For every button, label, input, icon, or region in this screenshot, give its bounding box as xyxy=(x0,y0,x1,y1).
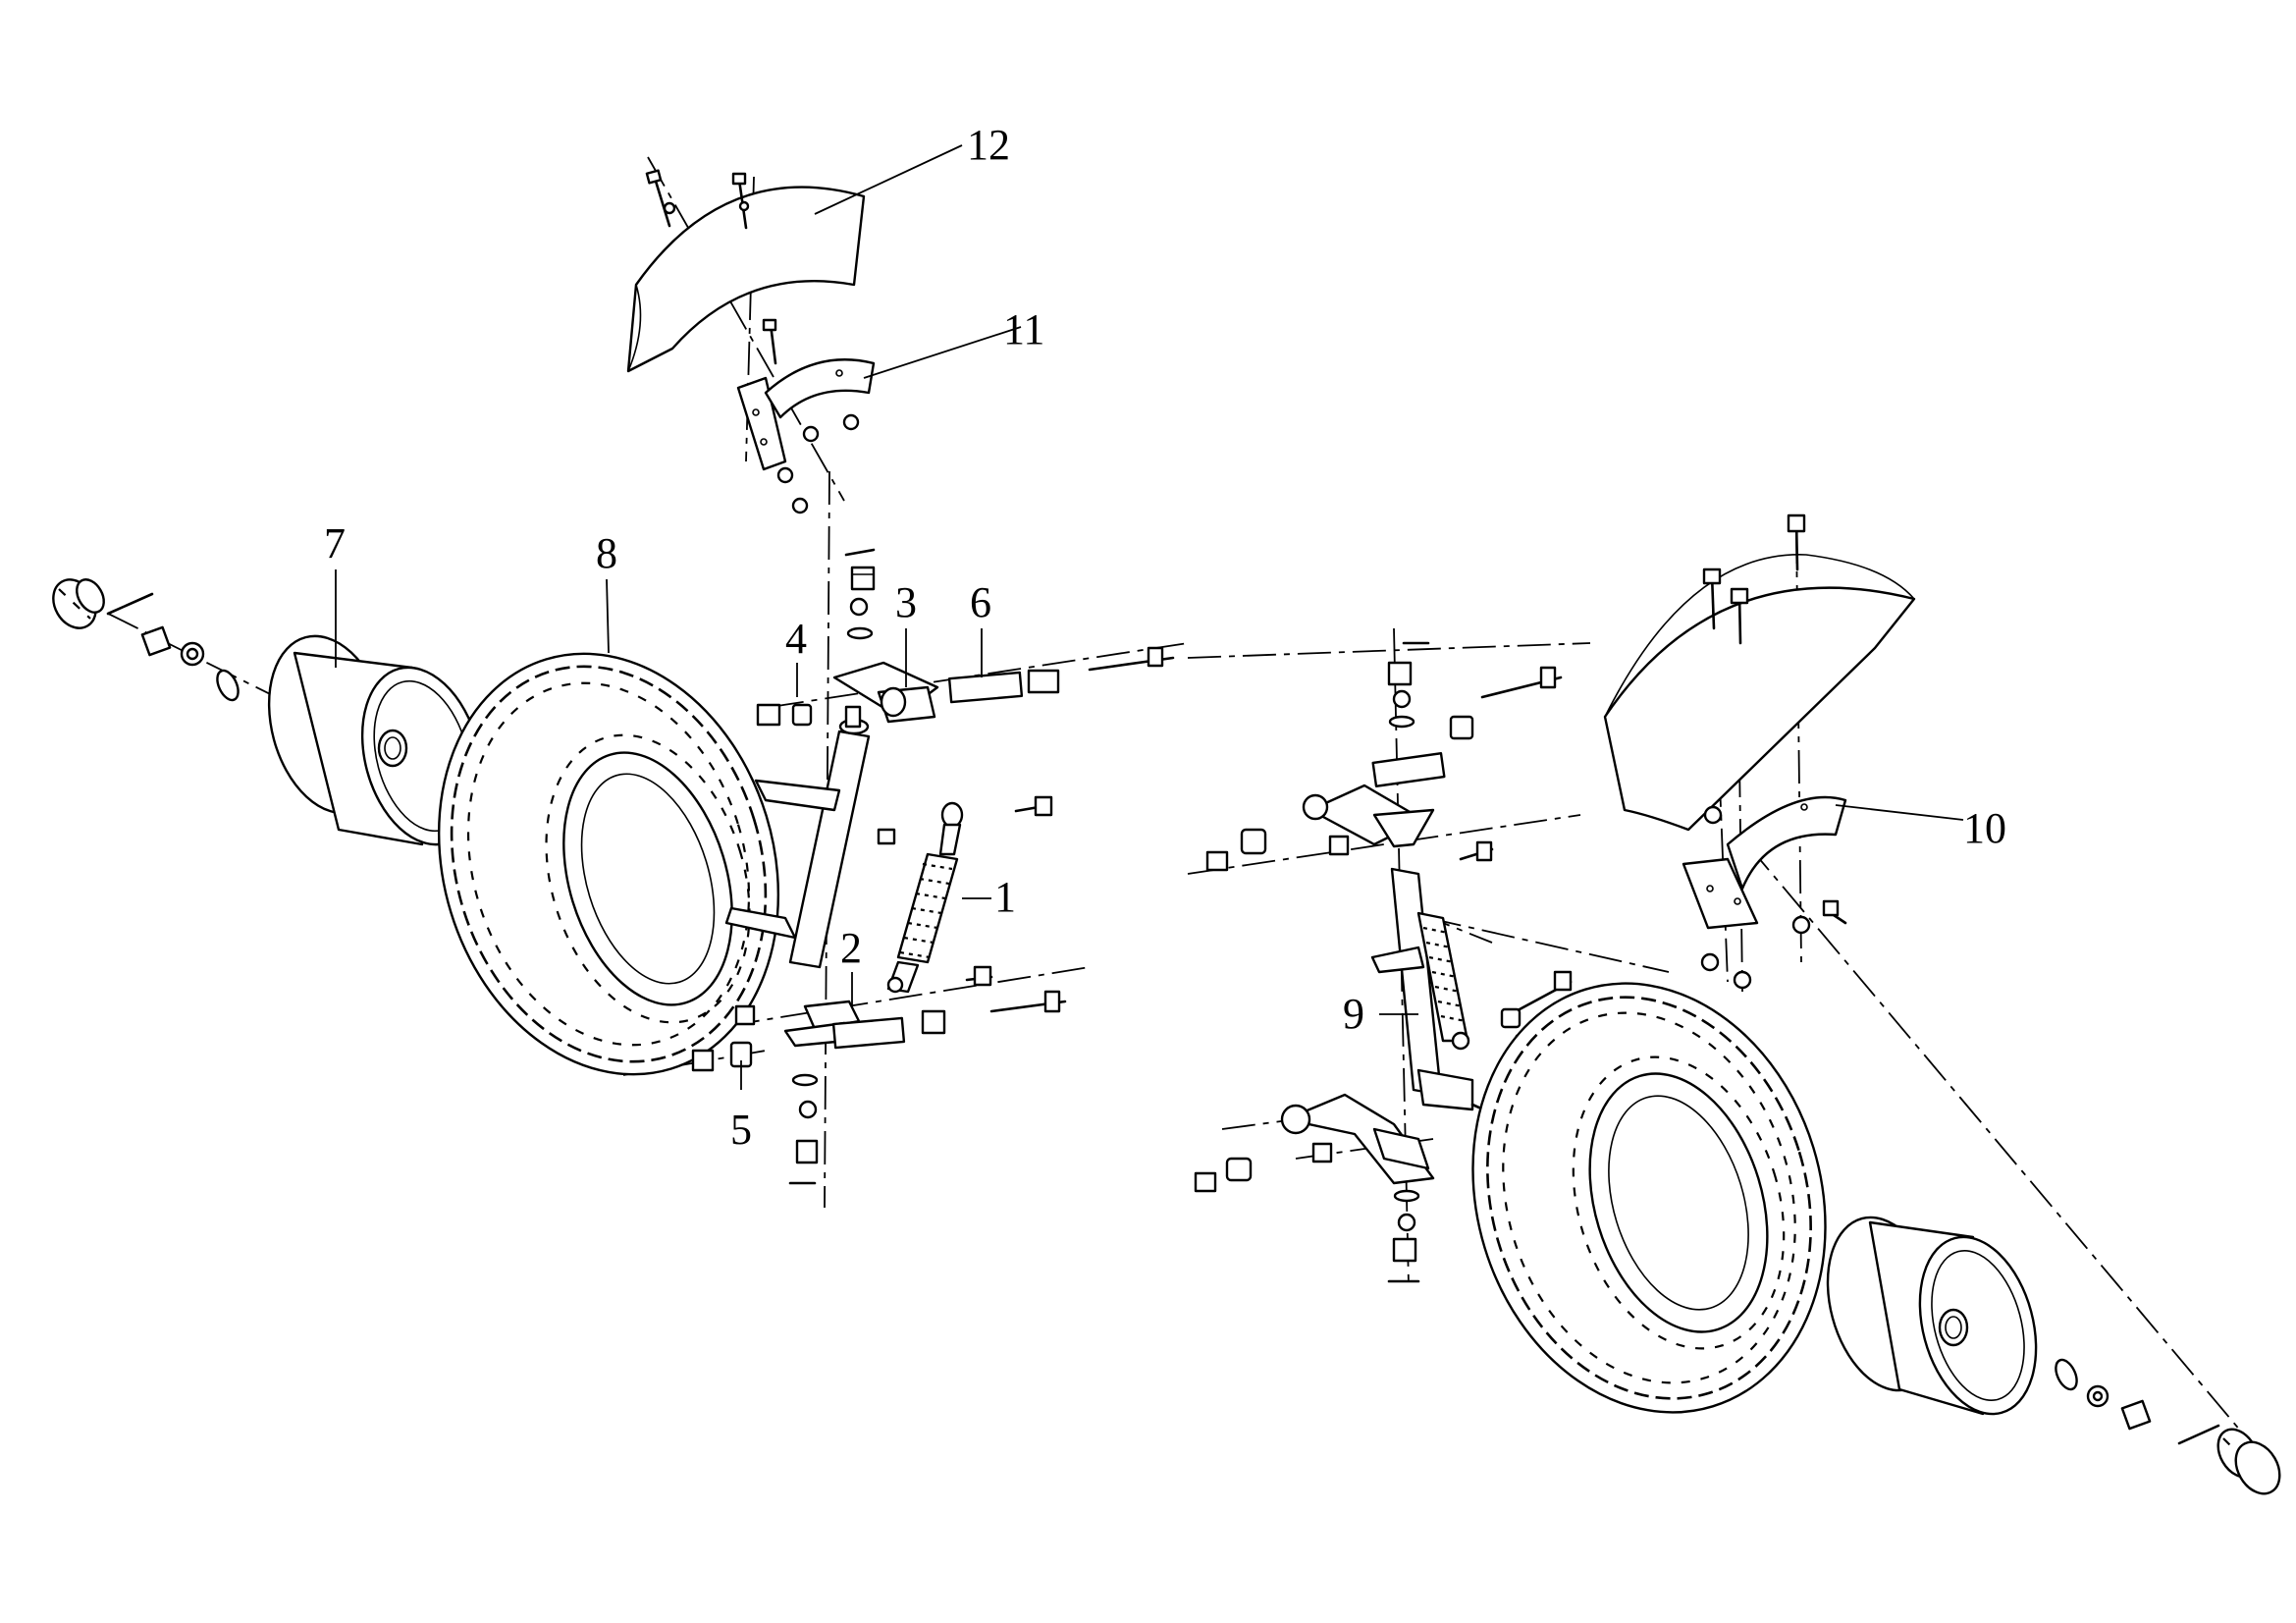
tire-left xyxy=(437,652,780,1076)
mudflap-bracket-right xyxy=(1682,795,1847,930)
callout-11: 11 xyxy=(1003,305,1044,353)
lower-a-arm-right xyxy=(1194,1093,1435,1193)
leader-lines xyxy=(335,144,1964,1090)
shock-bolts-left xyxy=(877,795,1053,987)
callout-2: 2 xyxy=(840,924,862,972)
kingpin-hardware-lower-left xyxy=(788,1073,819,1185)
tire-right xyxy=(1471,982,1827,1414)
upper-a-arm-right xyxy=(1205,666,1563,872)
callout-10: 10 xyxy=(1963,804,2006,852)
callout-labels: 1 2 3 4 5 6 7 8 9 10 11 12 xyxy=(324,121,2006,1154)
callout-9: 9 xyxy=(1343,990,1364,1038)
callout-6: 6 xyxy=(970,578,991,626)
fender-bolts-right xyxy=(1700,514,1847,990)
kingpin-hardware-lower-right xyxy=(1387,1189,1420,1283)
callout-8: 8 xyxy=(596,529,617,577)
kingpin-hardware-upper-left xyxy=(844,548,876,640)
fender-right xyxy=(1603,554,1916,832)
kingpin-hardware-upper-right xyxy=(1387,641,1430,729)
bushing-lower-left xyxy=(691,1004,756,1072)
rim-right xyxy=(1826,1216,2038,1416)
fender-left xyxy=(626,186,866,373)
shock-absorber-left xyxy=(886,801,964,994)
hub-cap-left xyxy=(52,578,240,702)
callout-5: 5 xyxy=(730,1106,752,1154)
steering-knuckle-left xyxy=(724,705,871,969)
steering-knuckle-right xyxy=(1370,867,1521,1131)
callout-1: 1 xyxy=(994,873,1016,921)
callout-7: 7 xyxy=(324,519,346,568)
mudflap-bracket-left xyxy=(736,358,876,471)
fender-bolts-left xyxy=(645,169,860,514)
callout-12: 12 xyxy=(967,121,1010,169)
bushing-sleeve-left xyxy=(1027,646,1175,694)
hub-cap-right xyxy=(2055,1358,2281,1495)
callout-3: 3 xyxy=(895,578,917,626)
callout-4: 4 xyxy=(785,615,807,663)
lower-a-arm-left xyxy=(783,990,1067,1050)
bushing-upper-left xyxy=(756,703,813,727)
upper-a-arm-left xyxy=(832,661,1024,724)
